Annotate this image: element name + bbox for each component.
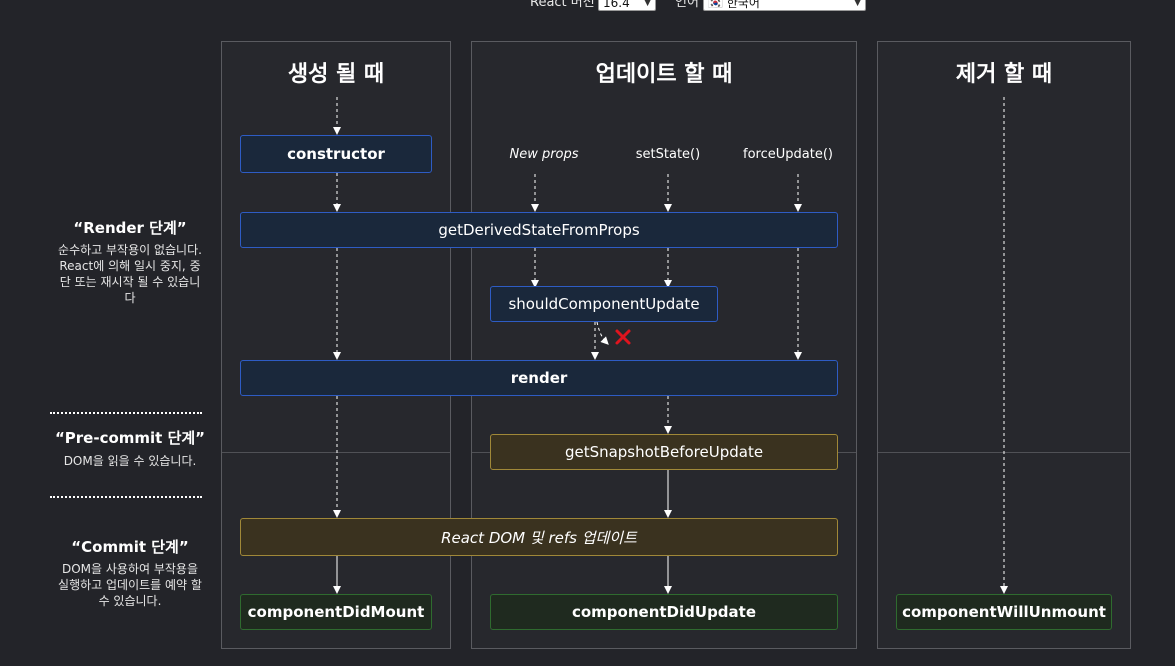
- phase-divider: [222, 452, 450, 453]
- did-update-label: componentDidUpdate: [571, 603, 757, 621]
- should-update-box[interactable]: shouldComponentUpdate: [490, 286, 718, 322]
- react-version-value: 16.4: [603, 0, 630, 10]
- precommit-phase-title: “Pre-commit 단계”: [54, 429, 206, 447]
- snapshot-box[interactable]: getSnapshotBeforeUpdate: [490, 434, 838, 470]
- react-version-label: React 버전: [530, 0, 595, 10]
- mounting-column: [221, 41, 451, 649]
- unmounting-title: 제거 할 때: [955, 62, 1053, 87]
- did-update-box[interactable]: componentDidUpdate: [490, 594, 838, 630]
- did-mount-label: componentDidMount: [247, 603, 425, 621]
- language-select[interactable]: 🇰🇷 한국어 ▼: [703, 0, 866, 11]
- commit-phase-title: “Commit 단계”: [71, 538, 189, 556]
- get-derived-state-box[interactable]: getDerivedStateFromProps: [240, 212, 838, 248]
- constructor-label: constructor: [287, 145, 385, 163]
- constructor-box[interactable]: constructor: [240, 135, 432, 173]
- commit-phase-desc: DOM을 사용하여 부작용을 실행하고 업데이트를 예약 할 수 있습니다.: [58, 562, 202, 608]
- top-bar: React 버전 16.4 ▼ 언어 🇰🇷 한국어 ▼: [0, 0, 1175, 12]
- should-update-label: shouldComponentUpdate: [508, 295, 700, 313]
- render-label: render: [510, 369, 568, 387]
- did-mount-box[interactable]: componentDidMount: [240, 594, 432, 630]
- react-dom-update-box[interactable]: React DOM 및 refs 업데이트: [240, 518, 838, 556]
- updating-title: 업데이트 할 때: [595, 62, 733, 87]
- snapshot-label: getSnapshotBeforeUpdate: [564, 443, 764, 461]
- chevron-down-icon: ▼: [644, 0, 651, 8]
- will-unmount-label: componentWillUnmount: [902, 603, 1106, 621]
- trigger-force-update: forceUpdate(): [743, 147, 833, 162]
- trigger-new-props: New props: [509, 147, 579, 162]
- render-phase-title: “Render 단계”: [73, 219, 187, 237]
- language-value: 🇰🇷 한국어: [708, 0, 760, 10]
- phase-separator: [50, 496, 202, 498]
- language-label: 언어: [675, 0, 699, 10]
- render-box[interactable]: render: [240, 360, 838, 396]
- will-unmount-box[interactable]: componentWillUnmount: [896, 594, 1112, 630]
- phase-separator: [50, 412, 202, 414]
- trigger-set-state: setState(): [635, 147, 701, 162]
- phase-divider: [878, 452, 1130, 453]
- get-derived-state-label: getDerivedStateFromProps: [438, 221, 640, 239]
- updating-column: [471, 41, 857, 649]
- react-version-select[interactable]: 16.4 ▼: [598, 0, 656, 11]
- chevron-down-icon: ▼: [854, 0, 861, 8]
- render-phase-desc: 순수하고 부작용이 없습니다. React에 의해 일시 중지, 중단 또는 재…: [58, 243, 202, 305]
- react-dom-update-label: React DOM 및 refs 업데이트: [441, 528, 637, 547]
- unmounting-column: [877, 41, 1131, 649]
- precommit-phase-desc: DOM을 읽을 수 있습니다.: [63, 454, 197, 468]
- mounting-title: 생성 될 때: [287, 62, 385, 87]
